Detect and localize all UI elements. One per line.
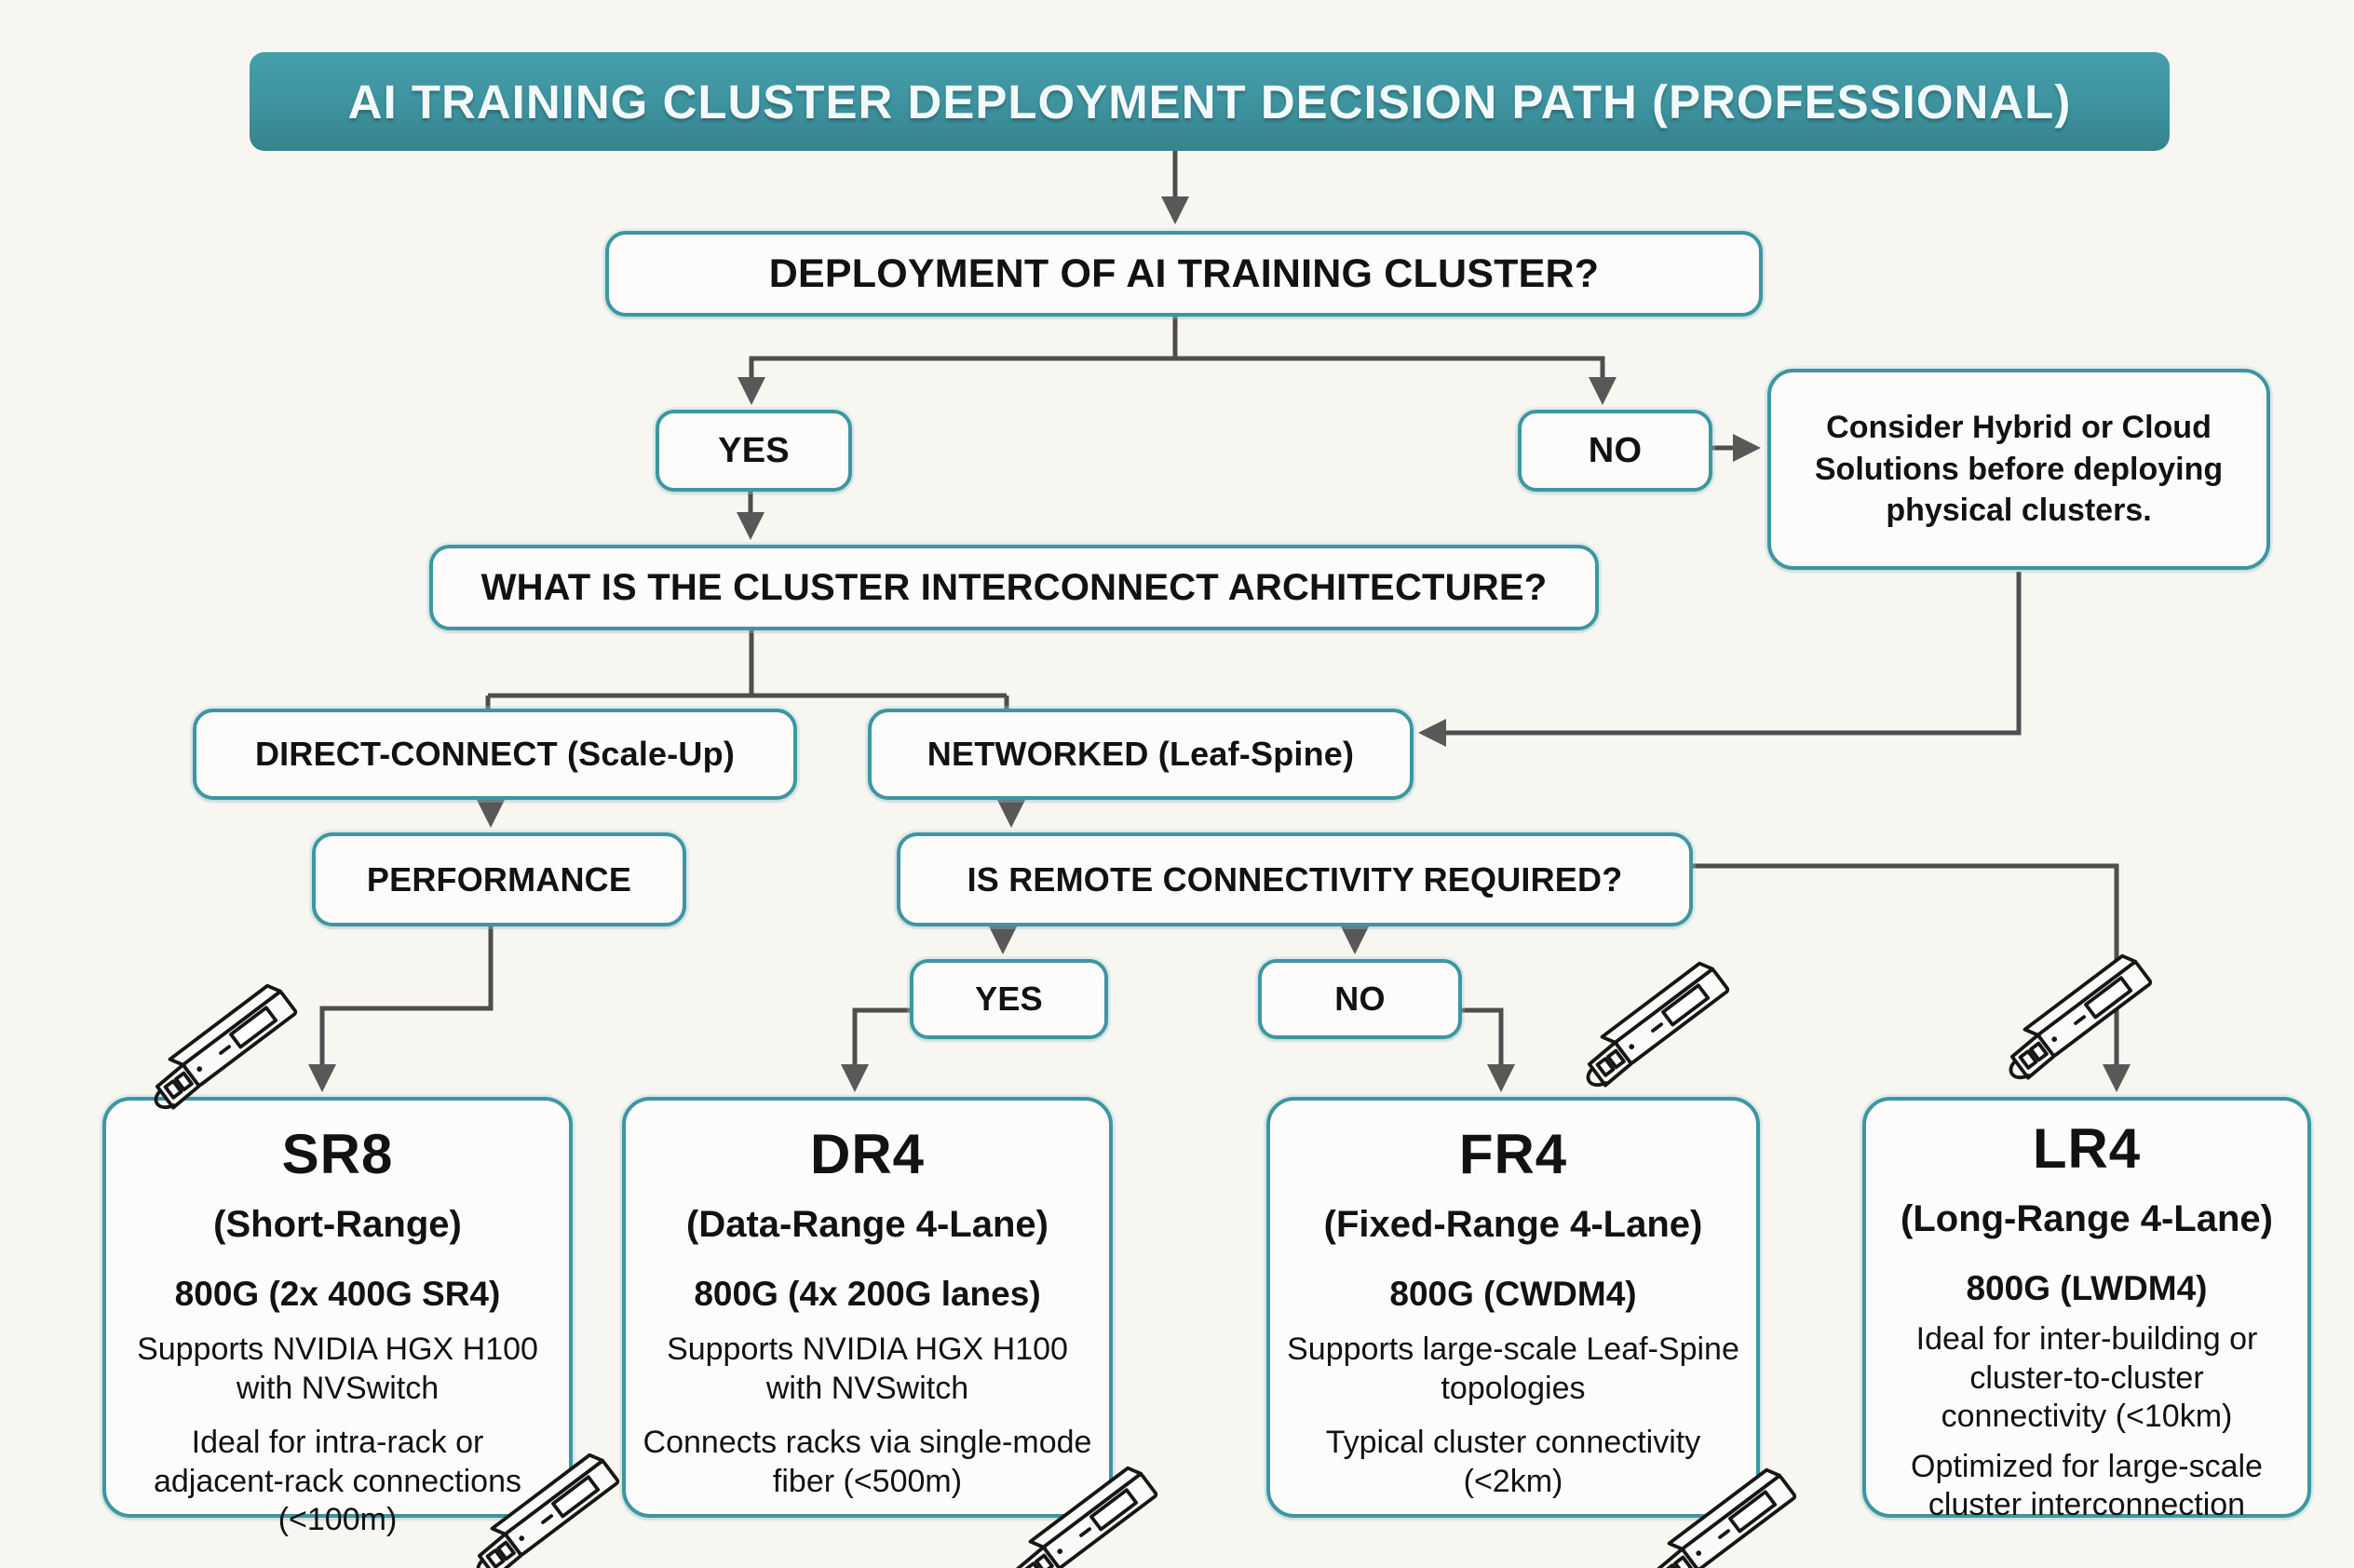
- card-lr4: LR4 (Long-Range 4-Lane) 800G (LWDM4) Ide…: [1862, 1097, 2311, 1522]
- node-label: WHAT IS THE CLUSTER INTERCONNECT ARCHITE…: [480, 566, 1548, 608]
- connector-deployment-to-no: [1175, 356, 1617, 405]
- node-networked: NETWORKED (Leaf-Spine): [868, 709, 1414, 800]
- card-spec-line: 800G (2x 400G SR4): [174, 1275, 501, 1313]
- node-deploy-no: NO: [1518, 410, 1712, 492]
- node-hybrid-cloud-note: Consider Hybrid or Cloud Solutions befor…: [1767, 369, 2270, 570]
- card-subtitle: (Long-Range 4-Lane): [1901, 1198, 2273, 1239]
- node-label: Consider Hybrid or Cloud Solutions befor…: [1814, 409, 2224, 529]
- title-banner: AI TRAINING CLUSTER DEPLOYMENT DECISION …: [250, 52, 2170, 151]
- connector-deployment-to-yes: [737, 311, 1178, 405]
- card-sr8: SR8 (Short-Range) 800G (2x 400G SR4) Sup…: [102, 1097, 573, 1537]
- diagram-title: AI TRAINING CLUSTER DEPLOYMENT DECISION …: [347, 74, 2072, 128]
- node-label: IS REMOTE CONNECTIVITY REQUIRED?: [967, 859, 1623, 899]
- connector-hybrid-note-to-networked: [1418, 572, 2022, 747]
- card-subtitle: (Short-Range): [213, 1204, 462, 1245]
- node-label: NO: [1588, 430, 1643, 470]
- card-spec-line: Ideal for inter-building or cluster-to-c…: [1915, 1321, 2258, 1435]
- node-remote-yes: YES: [910, 959, 1108, 1039]
- node-architecture-question: WHAT IS THE CLUSTER INTERCONNECT ARCHITE…: [429, 545, 1599, 630]
- card-spec-line: Connects racks via single-mode fiber (<5…: [643, 1425, 1092, 1499]
- node-label: DIRECT-CONNECT (Scale-Up): [254, 735, 736, 773]
- card-spec-line: 800G (4x 200G lanes): [694, 1275, 1041, 1313]
- card-spec-line: Supports NVIDIA HGX H100 with NVSwitch: [137, 1331, 538, 1406]
- card-spec-line: Supports large-scale Leaf-Spine topologi…: [1287, 1331, 1739, 1406]
- node-performance: PERFORMANCE: [312, 832, 686, 926]
- node-label: YES: [975, 980, 1043, 1018]
- connector-architecture-split: [485, 625, 1009, 710]
- connector-performance-to-sr8: [308, 921, 494, 1092]
- node-deploy-yes: YES: [656, 410, 852, 492]
- connector-no-to-fr4: [1456, 1007, 1515, 1092]
- node-remote-no: NO: [1258, 959, 1462, 1039]
- node-direct-connect: DIRECT-CONNECT (Scale-Up): [193, 709, 797, 800]
- card-dr4: DR4 (Data-Range 4-Lane) 800G (4x 200G la…: [622, 1097, 1113, 1518]
- node-label: NO: [1334, 980, 1386, 1018]
- card-spec-line: Optimized for large-scale cluster interc…: [1911, 1448, 2263, 1522]
- card-spec-line: 800G (LWDM4): [1966, 1269, 2208, 1307]
- node-label: DEPLOYMENT OF AI TRAINING CLUSTER?: [768, 250, 1600, 296]
- card-spec-line: Ideal for intra-rack or adjacent-rack co…: [153, 1425, 521, 1537]
- node-remote-question: IS REMOTE CONNECTIVITY REQUIRED?: [897, 832, 1693, 926]
- card-spec-line: Typical cluster connectivity (<2km): [1325, 1425, 1701, 1499]
- card-title: LR4: [2032, 1117, 2142, 1180]
- card-title: FR4: [1458, 1123, 1568, 1185]
- card-subtitle: (Data-Range 4-Lane): [686, 1204, 1048, 1245]
- card-title: SR8: [281, 1123, 394, 1185]
- card-fr4: FR4 (Fixed-Range 4-Lane) 800G (CWDM4) Su…: [1266, 1097, 1760, 1518]
- card-title: DR4: [809, 1123, 926, 1185]
- node-label: YES: [718, 430, 790, 470]
- connector-yes-to-dr4: [841, 1007, 910, 1092]
- node-label: PERFORMANCE: [366, 859, 632, 899]
- node-label: NETWORKED (Leaf-Spine): [927, 735, 1355, 773]
- node-deployment-question: DEPLOYMENT OF AI TRAINING CLUSTER?: [605, 231, 1763, 317]
- card-subtitle: (Fixed-Range 4-Lane): [1323, 1204, 1703, 1245]
- card-spec-line: Supports NVIDIA HGX H100 with NVSwitch: [667, 1331, 1068, 1406]
- card-spec-line: 800G (CWDM4): [1389, 1275, 1637, 1313]
